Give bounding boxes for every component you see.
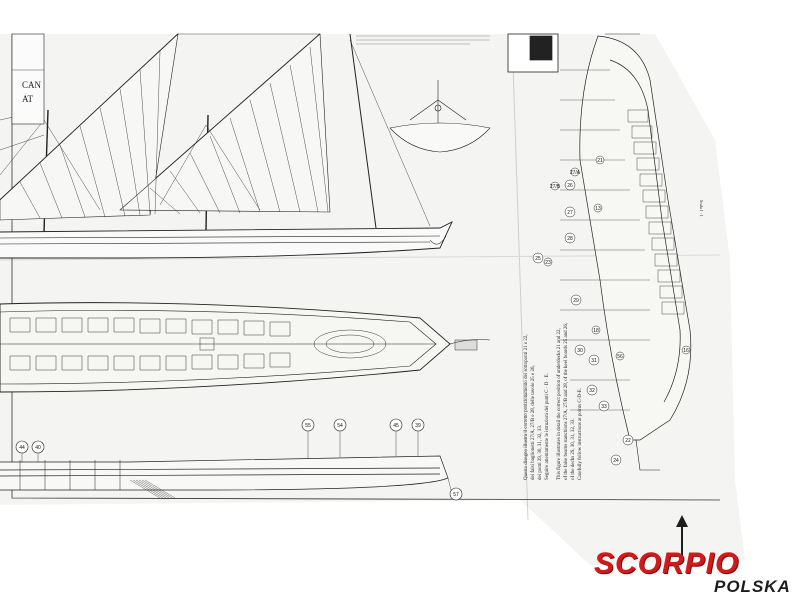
sail-plan-drawing xyxy=(0,33,453,259)
deck-plan-drawing xyxy=(0,302,491,393)
plan-callout-24: 24 xyxy=(613,458,619,464)
plan-callout-23: 23 xyxy=(545,260,551,266)
callout-54: 54 xyxy=(337,423,343,429)
plan-callout-28: 28 xyxy=(567,236,573,242)
title-line-1: CAN xyxy=(22,80,42,90)
instruction-en-4: Carefully follow instructions at points … xyxy=(578,388,583,480)
logo-brand: SCORPIO xyxy=(594,547,740,580)
hull-side-drawing xyxy=(0,430,453,499)
instruction-it-3: dei ponti 29, 30, 31, 32, 33. xyxy=(538,425,543,480)
callout-39: 39 xyxy=(415,423,421,429)
instruction-en-3: of the decks 29, 30, 31, 32, 33. xyxy=(571,418,576,480)
scorpio-polska-logo: SCORPIO POLSKA xyxy=(594,515,800,600)
callout-57: 57 xyxy=(453,492,459,498)
logo-sub: POLSKA xyxy=(714,577,791,596)
plan-callout-27b: 27/B xyxy=(550,184,561,190)
plan-callout-56: 56 xyxy=(617,354,623,360)
hull-plan-drawing xyxy=(507,33,692,471)
callout-44: 44 xyxy=(19,445,25,451)
plan-callout-26: 26 xyxy=(567,183,573,189)
plan-callout-27: 27 xyxy=(567,210,573,216)
section-view-drawing xyxy=(389,80,491,153)
plan-callout-32: 32 xyxy=(589,388,595,394)
plan-callout-13: 13 xyxy=(595,206,601,212)
plan-callout-16: 16 xyxy=(683,348,689,354)
instruction-it-1: Questo disegno illustra il corretto posi… xyxy=(524,334,529,480)
instruction-en-2: of the false beams stanchions 27/A, 27/B… xyxy=(564,323,569,480)
plan-callout-30: 30 xyxy=(577,348,583,354)
plan-callout-31: 31 xyxy=(591,358,597,364)
plan-callout-33: 33 xyxy=(601,404,607,410)
plan-callout-22: 22 xyxy=(625,438,631,444)
plan-callout-27a: 27/A xyxy=(570,170,581,176)
callout-45: 45 xyxy=(393,423,399,429)
instructions-italian: Questo disegno illustra il corretto posi… xyxy=(524,334,550,480)
plan-callout-18: 18 xyxy=(593,328,599,334)
scorpion-tail-icon xyxy=(676,515,688,557)
plan-callouts xyxy=(532,155,691,466)
title-line-2: AT xyxy=(22,94,34,104)
instruction-en-1: This figure illustrates in detail the co… xyxy=(557,328,562,480)
callout-55: 55 xyxy=(305,423,311,429)
callout-40: 40 xyxy=(35,445,41,451)
plan-callout-25: 25 xyxy=(535,256,541,262)
hull-side-callouts xyxy=(15,418,463,501)
plan-callout-21: 21 xyxy=(597,158,603,164)
instruction-it-4: Seguire attentamente le istruzioni dei p… xyxy=(545,373,550,480)
instruction-it-2: dei falsi baglionetti 27/A, 27/B e 28, d… xyxy=(531,365,536,480)
instructions-english: This figure illustrates in detail the co… xyxy=(557,323,583,480)
notes-block xyxy=(356,35,490,45)
scale-note: Scala 1 : 1 xyxy=(699,200,704,217)
plan-callout-29: 29 xyxy=(573,298,579,304)
